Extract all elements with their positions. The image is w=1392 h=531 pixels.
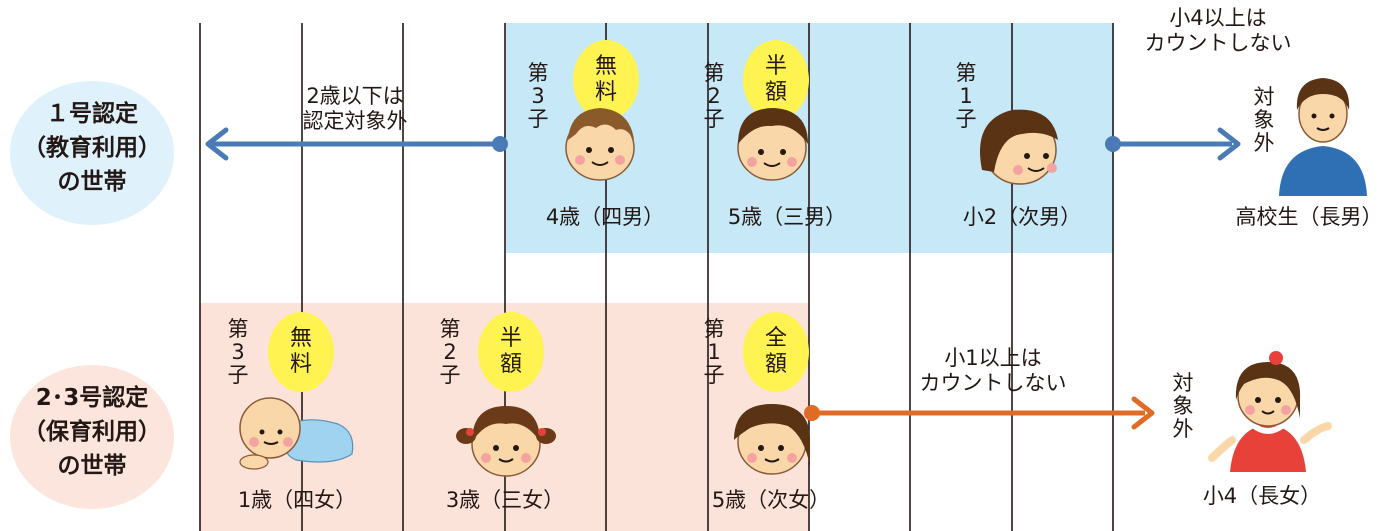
girl-face-icon [734,404,810,475]
row1-child3-label: 小2（次男） [962,205,1082,229]
row1-left-note: 2歳以下は 認定対象外 [302,84,408,134]
row2-right-arrow [804,396,1155,430]
row2-child1-badge [268,312,334,392]
row2-child2-badge-text: 半額 [499,326,522,377]
boy-face-icon [737,108,808,181]
row1-child1-label: 4歳（四男） [545,205,665,229]
row2-child2-label: 3歳（三女） [445,488,565,512]
row1-left-arrow [205,127,508,161]
row2-child2-badge [478,312,544,392]
row1-child2-label: 5歳（三男） [727,205,847,229]
row2-child3-badge-text: 全額 [764,326,787,377]
baby-crawling-icon [239,397,354,470]
row2-category-label: 2･3号認定 （保育利用） の世帯 [23,385,161,479]
boy-face-icon [980,109,1058,185]
schoolgirl-icon [1208,351,1332,472]
row1-excluded-mark: 対象外 [1253,85,1275,155]
row2-child3-badge [743,312,809,392]
row1-category-circle [10,81,174,225]
row1-child2-badge [743,40,809,120]
row1-right-note: 小4以上は カウントしない [1144,6,1292,56]
row1-child1-badge-text: 無料 [594,54,617,105]
row1-child2-badge-text: 半額 [764,54,787,105]
boy-face-icon [565,108,635,181]
teen-boy-icon [1279,78,1367,196]
row2-child3-label: 5歳（次女） [711,488,831,512]
row1-category-label: １号認定 （教育利用） の世帯 [23,101,161,195]
row1-excluded-label: 高校生（長男） [1235,205,1383,229]
row2-child1-badge-text: 無料 [289,326,312,377]
row1-right-arrow [1105,127,1241,161]
row2-excluded-mark: 対象外 [1172,371,1194,441]
row2-right-note: 小1以上は カウントしない [919,346,1067,396]
girl-face-icon [456,406,556,477]
row2-excluded-label: 小4（長女） [1202,484,1322,508]
row1-child1-badge [573,40,639,120]
row2-child1-label: 1歳（四女） [237,488,357,512]
row2-category-circle [10,365,174,509]
